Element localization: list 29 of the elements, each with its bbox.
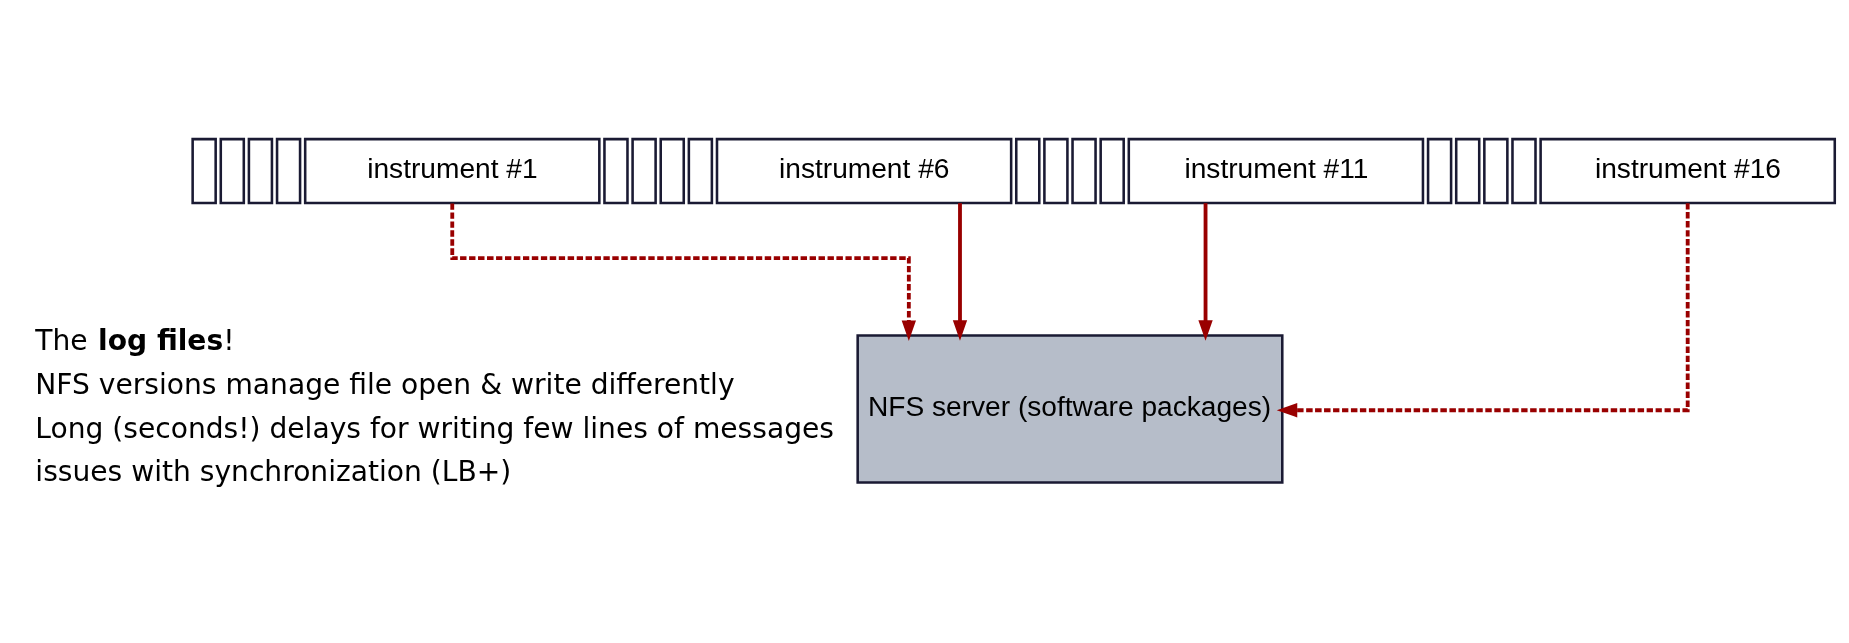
node-box	[631, 137, 657, 204]
arrow	[952, 202, 968, 341]
node-box	[1426, 137, 1453, 204]
node-box	[1454, 137, 1481, 204]
node-box	[247, 137, 274, 204]
node-box: NFS server (software packages)	[856, 333, 1284, 484]
node-box	[1099, 137, 1125, 204]
arrow	[450, 202, 916, 341]
node-box	[1071, 137, 1097, 204]
node-box: instrument #6	[715, 137, 1013, 204]
node-box	[1511, 137, 1537, 204]
node-box	[1043, 137, 1069, 204]
node-box	[659, 137, 685, 204]
arrow	[1198, 202, 1213, 341]
node-box: instrument #11	[1127, 137, 1425, 204]
node-box	[687, 137, 714, 204]
label: The log files!	[35, 323, 235, 357]
node-box	[1015, 137, 1041, 204]
node-box: instrument #16	[1539, 137, 1837, 204]
node-box	[275, 137, 302, 204]
node-box	[191, 137, 217, 204]
label: issues with synchronization (LB+)	[35, 454, 512, 488]
arrow	[1276, 202, 1690, 417]
node-box	[219, 137, 246, 204]
label: Long (seconds!) delays for writing few lines of messages	[35, 411, 834, 445]
node-box: instrument #1	[303, 137, 601, 204]
label: NFS versions manage file open & write differently	[35, 367, 735, 401]
node-box	[603, 137, 629, 204]
node-box	[1483, 137, 1509, 204]
